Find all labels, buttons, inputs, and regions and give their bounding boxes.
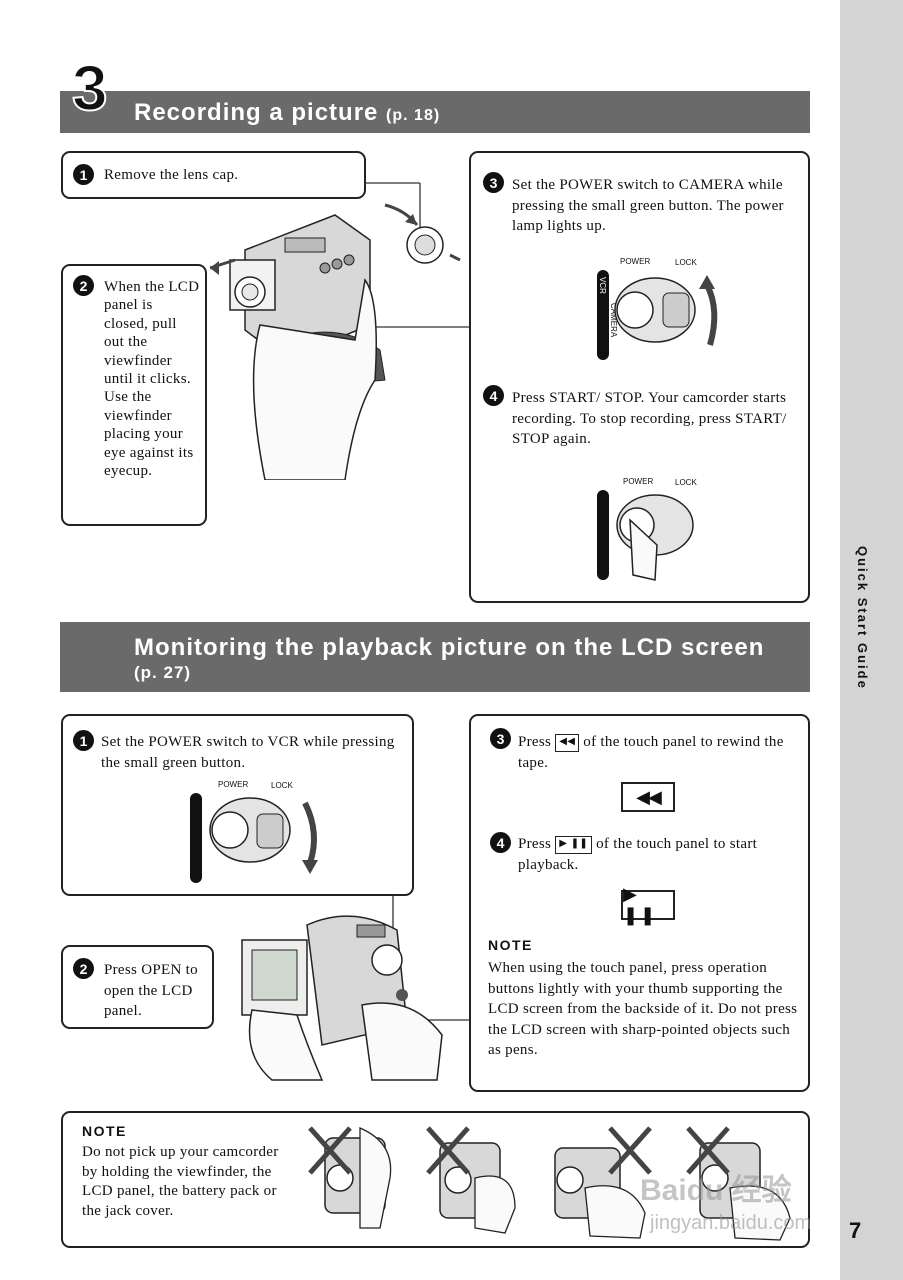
step-number: 2 (73, 275, 94, 296)
step-text: When the LCD panel is closed, pull out t… (104, 278, 200, 480)
rewind-icon: ◀◀ (555, 734, 579, 752)
section-page-ref: (p. 27) (134, 663, 191, 682)
step-box-touch-panel: 3 Press ◀◀ of the touch panel to rewind … (469, 714, 810, 1092)
power-switch-camera-diagram: POWER LOCK VCR CAMERA (585, 255, 735, 365)
wrong-grip-battery (555, 1128, 650, 1238)
power-label: POWER (218, 780, 248, 789)
section-number: 3 (72, 56, 108, 120)
section-title-text: Monitoring the playback picture on the L… (134, 634, 764, 661)
step-text-pre: Press (518, 734, 551, 750)
step-number: 2 (73, 958, 94, 979)
watermark-brand: Baidu 经验 (640, 1165, 792, 1209)
step-box-viewfinder: 2 When the LCD panel is closed, pull out… (61, 264, 207, 526)
step-text: Press OPEN to open the LCD panel. (104, 960, 209, 1022)
note-text: Do not pick up your camcorder by holding… (82, 1143, 297, 1221)
camcorder-hand-illustration (205, 150, 475, 480)
step-text-post: of the touch panel to start playback. (518, 836, 757, 873)
start-stop-button-diagram: POWER LOCK (585, 475, 705, 590)
step-number: 1 (73, 730, 94, 751)
note-heading: NOTE (488, 937, 533, 953)
note-heading: NOTE (82, 1123, 127, 1139)
power-label: POWER (620, 257, 650, 266)
lock-label: LOCK (271, 781, 293, 790)
step-number: 4 (490, 832, 511, 853)
camcorder-lcd-open-illustration (212, 895, 472, 1085)
sidebar-tab (840, 0, 903, 1280)
page-number: 7 (849, 1218, 861, 1244)
step-text: Set the POWER switch to CAMERA while pre… (512, 175, 802, 237)
step-number: 1 (73, 164, 94, 185)
sidebar-label: Quick Start Guide (852, 546, 870, 696)
play-pause-icon: ▶ ❚❚ (555, 836, 592, 854)
wrong-grip-lcd (428, 1128, 515, 1233)
section-title: Monitoring the playback picture on the L… (134, 636, 774, 684)
section-page-ref: (p. 18) (386, 107, 440, 124)
step-number: 3 (490, 728, 511, 749)
vcr-label: VCR (598, 277, 607, 294)
step-text: Set the POWER switch to VCR while pressi… (101, 732, 401, 773)
rewind-button[interactable]: ◀◀ (621, 782, 675, 812)
power-label: POWER (623, 477, 653, 486)
step-text: Press START/ STOP. Your camcorder starts… (512, 388, 807, 450)
step-text: Press ◀◀ of the touch panel to rewind th… (518, 732, 798, 773)
note-text: When using the touch panel, press operat… (488, 958, 803, 1061)
wrong-grip-viewfinder (310, 1128, 391, 1228)
watermark-url: jingyan.baidu.com (650, 1212, 811, 1235)
step-number: 3 (483, 172, 504, 193)
step-text-pre: Press (518, 836, 551, 852)
play-pause-button[interactable]: ▶ ❚❚ (621, 890, 675, 920)
power-switch-vcr-diagram: POWER LOCK (185, 778, 335, 888)
section-title-text: Recording a picture (134, 99, 378, 126)
lock-label: LOCK (675, 478, 697, 487)
step-number: 4 (483, 385, 504, 406)
lock-label: LOCK (675, 258, 697, 267)
step-box-open-lcd: 2 Press OPEN to open the LCD panel. (61, 945, 214, 1029)
section-title: Recording a picture (p. 18) (134, 99, 440, 127)
step-text: Press ▶ ❚❚ of the touch panel to start p… (518, 834, 798, 875)
